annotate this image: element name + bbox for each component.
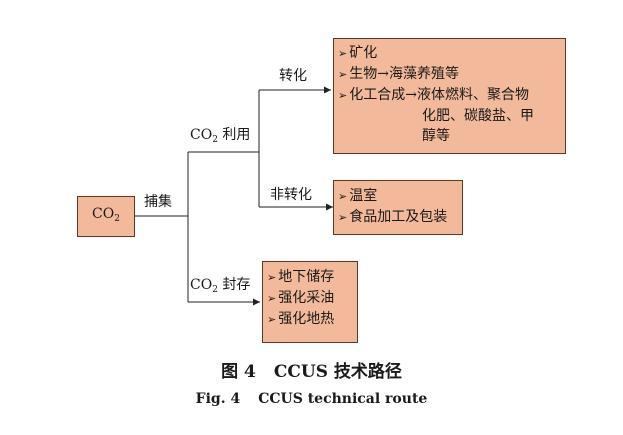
- conversion-item-cont: 化肥、碳酸盐、甲: [422, 108, 534, 124]
- caption-en-label: Fig. 4: [195, 391, 241, 407]
- storage-box: ➢地下储存 ➢强化采油 ➢强化地热: [262, 261, 358, 343]
- caption-zh-label: 图 4: [221, 362, 256, 382]
- nonconvert-label: 非转化: [270, 187, 312, 203]
- conversion-item: ➢生物→海藻养殖等: [338, 66, 459, 82]
- storage-item: ➢强化采油: [267, 290, 335, 306]
- conversion-item: ➢化工合成→液体燃料、聚合物: [338, 87, 529, 103]
- co2-root-label: CO2: [92, 206, 120, 224]
- caption-zh: 图 4 CCUS 技术路径: [0, 357, 623, 382]
- capture-label: 捕集: [144, 194, 172, 210]
- storage-label: CO2 封存: [190, 277, 251, 295]
- caption-en: Fig. 4 CCUS technical route: [0, 391, 623, 407]
- convert-label: 转化: [279, 68, 307, 84]
- caption-en-title: CCUS technical route: [258, 391, 428, 407]
- nonconversion-item: ➢温室: [338, 188, 378, 204]
- utilize-label: CO2 利用: [190, 127, 251, 145]
- co2-root-box: CO2: [77, 196, 135, 237]
- caption-zh-title: CCUS 技术路径: [273, 362, 402, 382]
- conversion-item: ➢矿化: [338, 45, 378, 61]
- conversion-item-cont: 醇等: [422, 128, 450, 144]
- nonconversion-item: ➢食品加工及包装: [338, 209, 448, 225]
- storage-item: ➢强化地热: [267, 311, 335, 327]
- storage-item: ➢地下储存: [267, 269, 335, 285]
- conversion-box: ➢矿化 ➢生物→海藻养殖等 ➢化工合成→液体燃料、聚合物 化肥、碳酸盐、甲 醇等: [333, 38, 566, 154]
- nonconversion-box: ➢温室 ➢食品加工及包装: [333, 180, 463, 235]
